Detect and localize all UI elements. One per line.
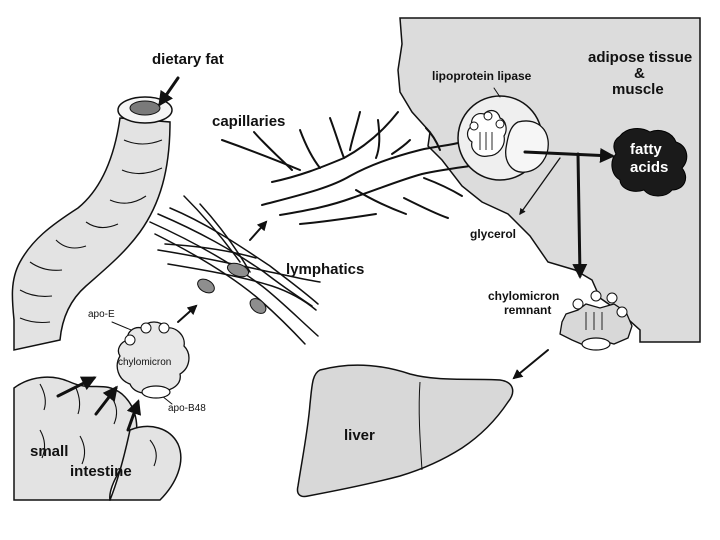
- arrow-dietary-fat: [158, 76, 180, 107]
- arrows: [56, 76, 615, 432]
- apo-b48-protein: [141, 385, 171, 399]
- label-muscle: muscle: [612, 81, 664, 98]
- label-dietary-fat: dietary fat: [152, 51, 224, 68]
- arrow-to-glycerol: [519, 157, 561, 216]
- label-chylomicron: chylomicron: [118, 357, 172, 368]
- intestine-folds: [19, 139, 163, 467]
- arrow-absorb-3: [126, 399, 142, 432]
- arrow-absorb-1: [56, 376, 97, 398]
- label-intestine: intestine: [70, 463, 132, 480]
- label-capillaries: capillaries: [212, 113, 286, 130]
- chylomicron-particle: [116, 321, 190, 399]
- liver-lobe-line: [418, 381, 423, 471]
- label-lipoprotein-lipase: lipoprotein lipase: [432, 69, 532, 83]
- label-acids: acids: [630, 159, 669, 176]
- label-chylomicron-remnant-2: remnant: [504, 303, 552, 317]
- arrow-to-capillaries: [249, 220, 268, 241]
- dietary-fat-blob: [129, 100, 161, 116]
- arrow-to-liver: [512, 349, 549, 380]
- label-apo-e: apo-E: [88, 309, 115, 320]
- lipoprotein-lipase-magnified: [457, 95, 549, 181]
- label-adipose-tissue: adipose tissue: [588, 49, 693, 66]
- arrow-to-lymphatics: [177, 304, 198, 323]
- pointer-lipase: [493, 87, 501, 98]
- arrow-absorb-2: [94, 385, 118, 416]
- lymph-nodes: [197, 262, 267, 314]
- label-fatty: fatty: [630, 141, 662, 158]
- lymphatics: [149, 195, 321, 345]
- label-lymphatics: lymphatics: [286, 261, 365, 278]
- label-liver: liver: [344, 427, 375, 444]
- liver-shape: [296, 364, 514, 498]
- arrow-to-remnant: [572, 152, 588, 279]
- label-apo-b48: apo-B48: [168, 403, 206, 414]
- chylomicron-remnant-particle: [559, 290, 633, 351]
- adipocyte-cell: [505, 120, 549, 173]
- arrow-to-fatty-acids: [523, 147, 615, 163]
- label-glycerol: glycerol: [470, 227, 517, 241]
- label-small: small: [30, 443, 69, 460]
- adipose-tissue-region: [397, 17, 701, 343]
- label-chylomicron-remnant-1: chylomicron: [488, 289, 560, 303]
- label-ampersand: &: [634, 65, 645, 82]
- capillaries: [221, 111, 471, 225]
- pointer-capillaries: [261, 139, 277, 155]
